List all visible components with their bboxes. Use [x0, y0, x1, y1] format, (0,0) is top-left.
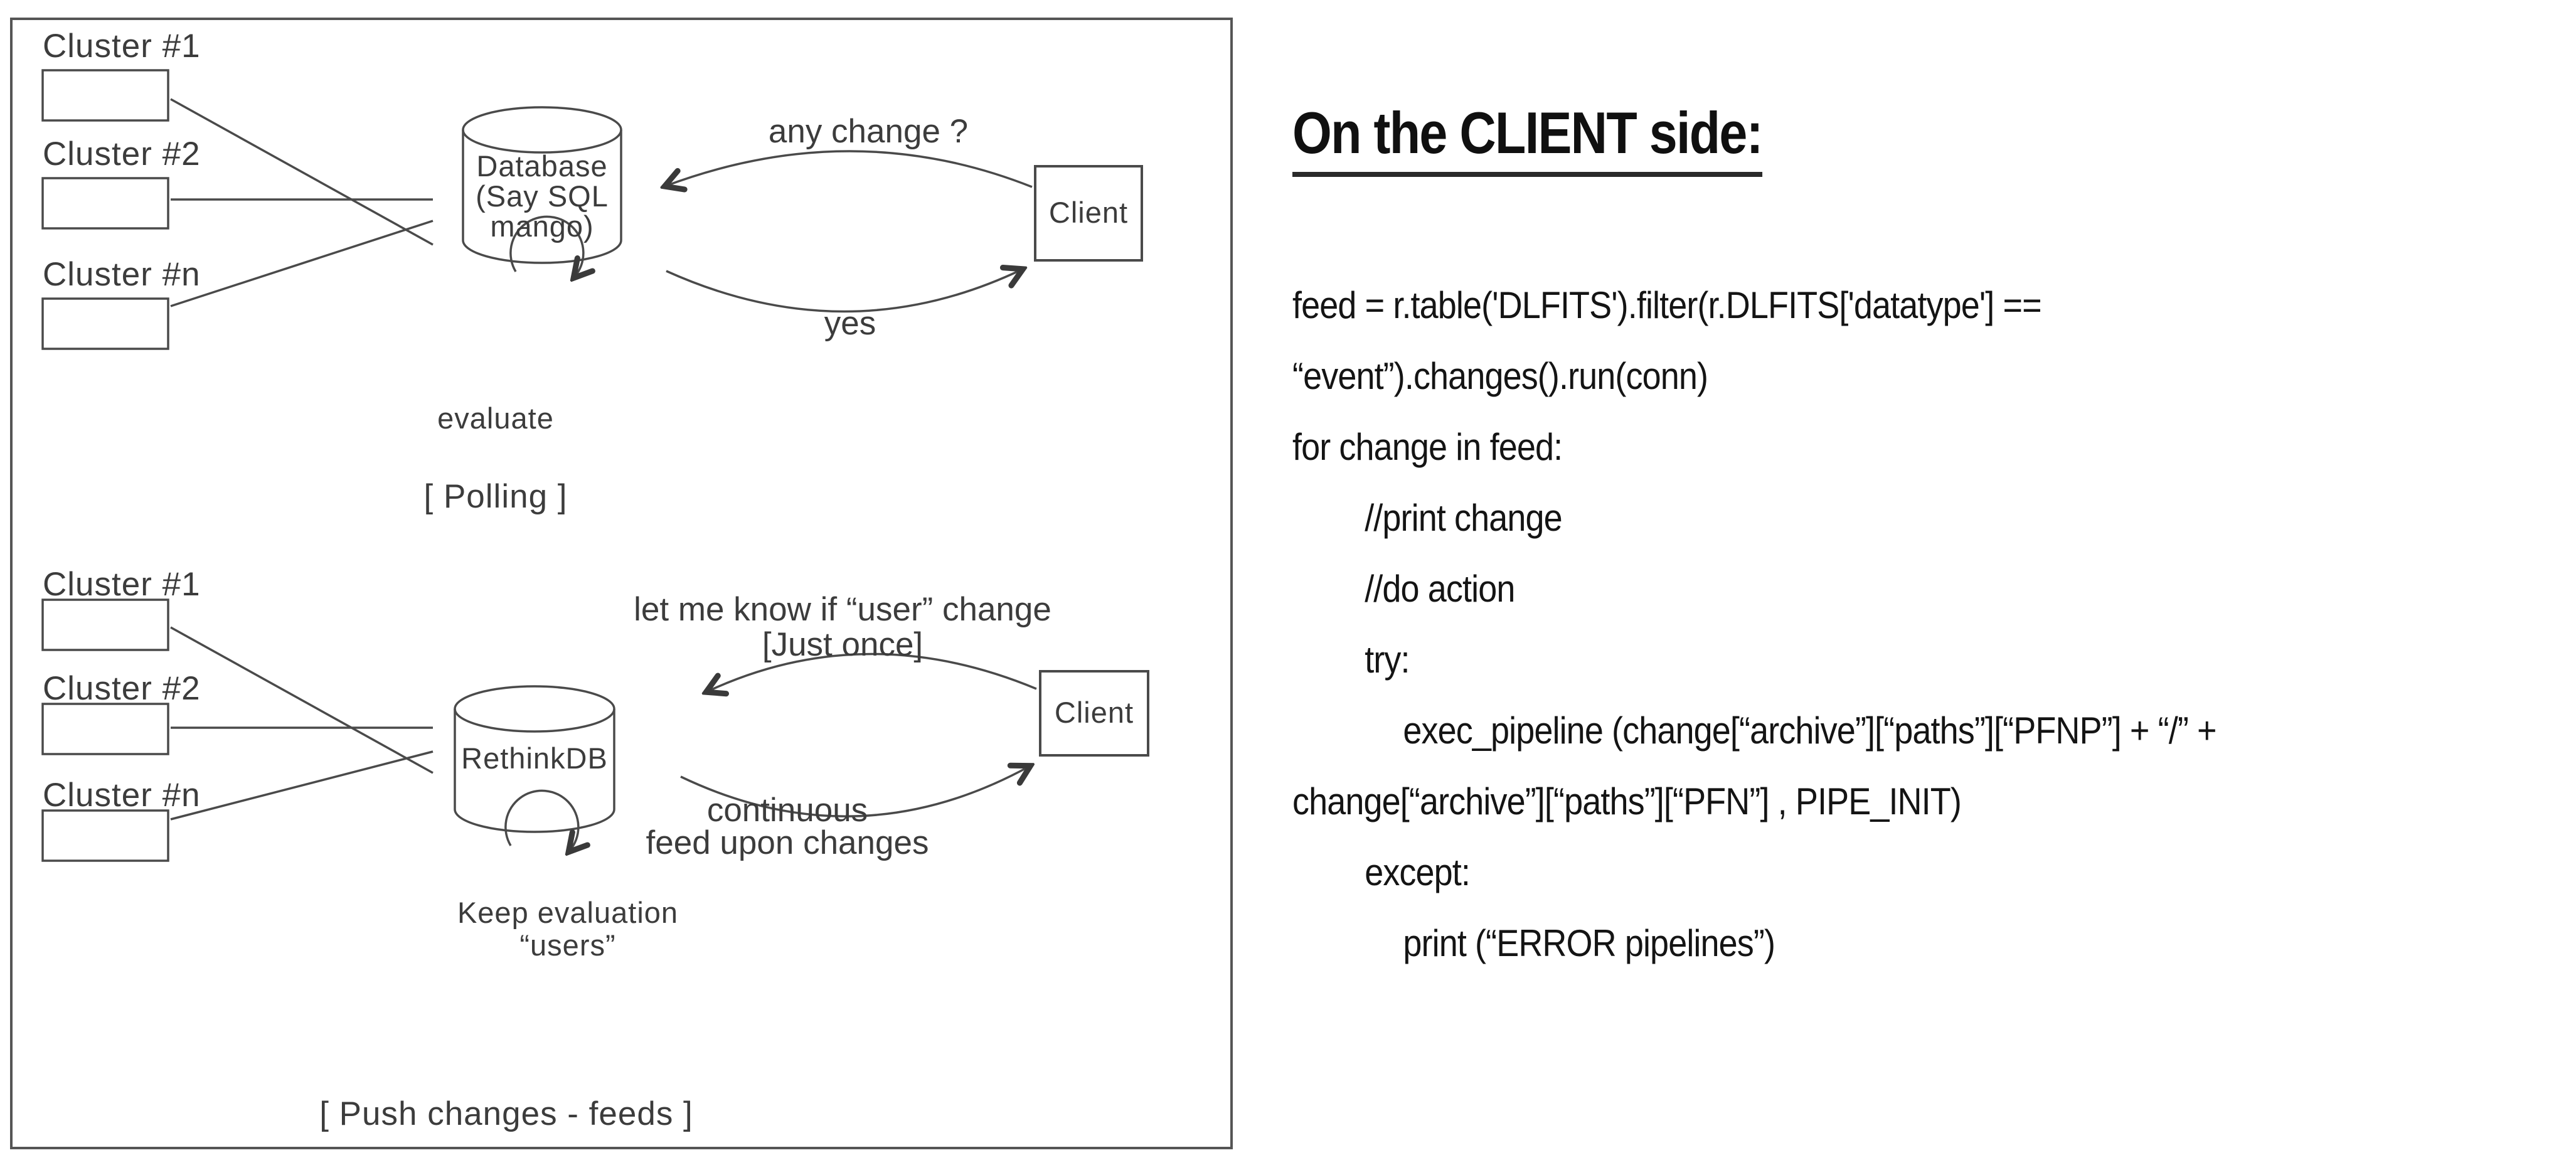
code-line: change[“archive”][“paths”][“PFN”] , PIPE… — [1292, 780, 1962, 822]
request-arc-label-push-line2: [Just once] — [762, 626, 923, 663]
rethinkdb-cylinder-body — [454, 709, 615, 833]
keep-evaluation-label-line2: “users” — [519, 928, 616, 962]
code-line: for change in feed: — [1292, 426, 1563, 468]
code-line: try: — [1365, 639, 1410, 681]
code-line: //print change — [1365, 497, 1563, 539]
response-arc-label-polling: yes — [824, 305, 876, 342]
database-cylinder-body-polling — [462, 130, 622, 264]
response-arc-push — [680, 767, 1029, 817]
clustern-label-polling: Cluster #n — [43, 256, 201, 293]
code-line: exec_pipeline (change[“archive”][“paths”… — [1403, 710, 2217, 752]
client-code-block: feed = r.table('DLFITS').filter(r.DLFITS… — [1292, 270, 2217, 979]
database-label-line3: mango) — [490, 210, 594, 243]
clustern-label-push: Cluster #n — [43, 777, 201, 814]
cluster1-box-polling — [41, 69, 169, 122]
request-arc-push — [708, 652, 1037, 691]
cluster2-label-push: Cluster #2 — [43, 670, 201, 707]
code-line: print (“ERROR pipelines”) — [1403, 922, 1775, 964]
cluster1-box-push — [41, 598, 169, 651]
cluster1-label-push: Cluster #1 — [43, 566, 201, 603]
rethinkdb-cylinder-top — [454, 685, 615, 733]
code-line: //do action — [1365, 568, 1515, 610]
database-cylinder-top-polling — [462, 106, 622, 154]
client-side-heading: On the CLIENT side: — [1292, 99, 1764, 177]
evaluate-loop-arrow-polling — [509, 215, 583, 277]
database-label-line2: (Say SQL — [476, 179, 609, 213]
evaluate-loop-label: evaluate — [437, 402, 554, 435]
request-arc-label-polling: any change ? — [768, 113, 969, 150]
client-label-push: Client — [1054, 696, 1134, 729]
clustern-box-push — [41, 809, 169, 862]
client-label-polling: Client — [1048, 196, 1129, 229]
code-line: feed = r.table('DLFITS').filter(r.DLFITS… — [1292, 284, 2042, 326]
push-feeds-caption: [ Push changes - feeds ] — [319, 1095, 693, 1132]
cluster2-box-polling — [41, 177, 169, 230]
polling-caption: [ Polling ] — [423, 478, 568, 515]
cluster2-label-polling: Cluster #2 — [43, 136, 201, 173]
response-arc-label-push-line1: continuous — [706, 792, 868, 829]
request-arc-polling — [666, 150, 1033, 187]
clustern-connector-polling — [170, 220, 434, 307]
response-arc-polling — [666, 270, 1021, 313]
rethinkdb-label: RethinkDB — [461, 742, 608, 775]
clustern-connector-push — [170, 750, 434, 821]
code-line: except: — [1365, 851, 1471, 893]
response-arc-label-push-line2: feed upon changes — [646, 824, 929, 861]
keep-evaluation-loop-arrow — [504, 789, 578, 851]
database-label-line1: Database — [476, 149, 608, 183]
cluster1-connector-polling — [170, 98, 434, 246]
clustern-box-polling — [41, 297, 169, 350]
client-box-polling — [1034, 165, 1143, 262]
cluster1-connector-push — [170, 626, 434, 774]
diagram-panel-border — [10, 18, 1233, 1149]
keep-evaluation-label-line1: Keep evaluation — [457, 896, 679, 929]
client-box-push — [1039, 670, 1149, 757]
cluster1-label-polling: Cluster #1 — [43, 28, 201, 65]
request-arc-label-push-line1: let me know if “user” change — [634, 591, 1051, 628]
code-line: “event”).changes().run(conn) — [1292, 355, 1708, 397]
cluster2-box-push — [41, 703, 169, 755]
